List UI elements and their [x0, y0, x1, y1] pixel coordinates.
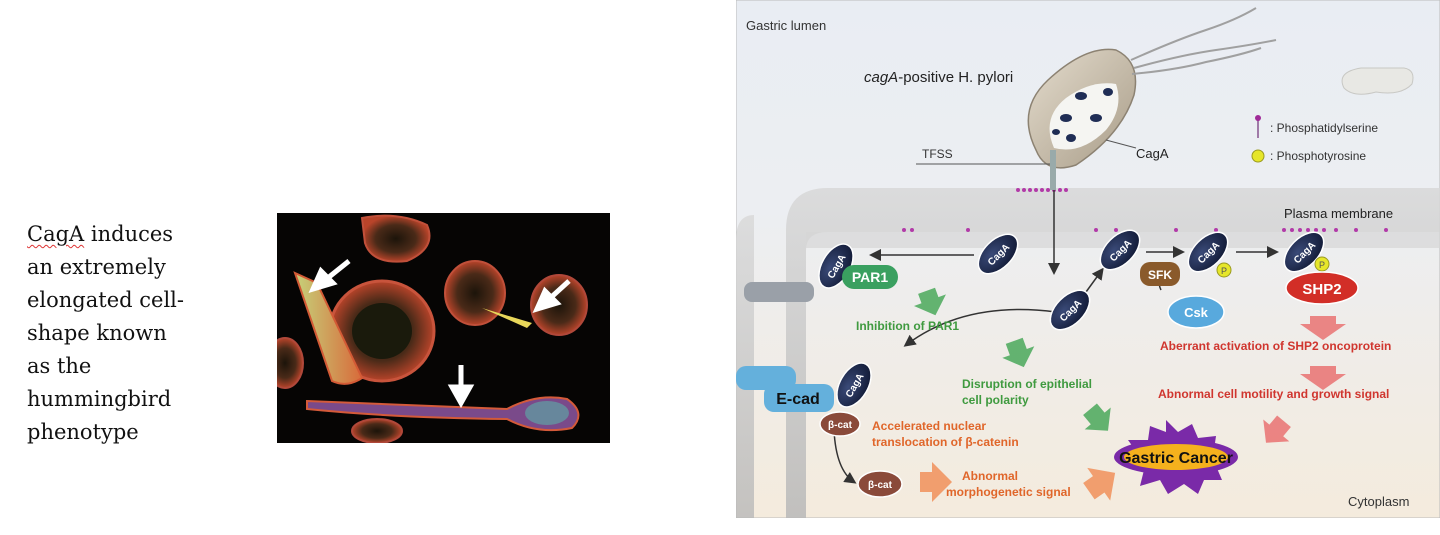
gastric-cancer-burst: Gastric Cancer	[1114, 420, 1238, 494]
tfss-label: TFSS	[922, 147, 953, 161]
shp2-label: SHP2	[1302, 281, 1341, 298]
phospho-sfk-label: P	[1221, 266, 1227, 276]
cell-left-edge	[277, 337, 304, 389]
bacterium-label-prefix: cagA	[864, 69, 898, 86]
csk-shape	[1167, 295, 1225, 329]
csk-label: Csk	[1184, 305, 1209, 320]
flagella	[1130, 7, 1277, 75]
arrows	[308, 259, 571, 409]
cancer-center	[1124, 444, 1228, 470]
block-arrow-morpho	[920, 462, 952, 502]
par1-label: PAR1	[852, 269, 889, 285]
cagA-node-center: CagA	[1049, 289, 1091, 331]
cagA-node-shp2: CagA	[1283, 231, 1325, 273]
caption-cagA-word: CagA	[27, 222, 85, 246]
cell-bottom-left	[351, 418, 403, 443]
block-arrow-par1	[913, 287, 946, 316]
cagA-node-ecad: CagA	[836, 362, 872, 408]
sfk-label: SFK	[1148, 268, 1172, 282]
abnormal-motility-label: Abnormal cell motility and growth signal	[1158, 387, 1389, 401]
block-arrow-cancer-red	[1263, 415, 1291, 443]
phospho-shp2	[1314, 256, 1330, 272]
legend-py-symbol	[1251, 149, 1265, 163]
sfk-box	[1140, 262, 1180, 286]
bacterium-label: cagA-positive H. pylori	[864, 69, 1013, 86]
caption-line-6: hummingbird	[27, 387, 172, 411]
bcat-membrane	[819, 411, 861, 437]
cagA-callout-label: CagA	[1136, 146, 1169, 161]
plasma-membrane-label: Plasma membrane	[1284, 206, 1393, 221]
morpho-label-2: morphogenetic signal	[946, 485, 1071, 499]
phospho-shp2-label: P	[1319, 260, 1325, 270]
block-arrows	[913, 287, 1346, 502]
cagA-node-top-left: CagA	[977, 233, 1019, 275]
caption-line-2: an extremely	[27, 255, 166, 279]
arrow-to-cagA-upper	[1085, 267, 1104, 293]
gastric-cancer-label: Gastric Cancer	[1119, 450, 1233, 467]
ecad-box	[764, 384, 834, 412]
arrow-left-head	[308, 266, 338, 293]
block-arrow-cancer-orange	[1083, 467, 1116, 501]
cagA-callout-leader	[1105, 139, 1137, 149]
caption-line-4: shape known	[27, 321, 167, 345]
caption-line-5: as the	[27, 354, 92, 378]
caption-induces: induces	[84, 222, 174, 246]
block-arrow-shp2	[1300, 316, 1346, 340]
cell-protrusion	[482, 308, 532, 328]
cell-bottom-stain	[525, 401, 569, 425]
block-arrow-polarity	[1002, 337, 1035, 368]
cell-top	[360, 214, 431, 263]
caption-line-1: CagA induces	[27, 218, 227, 251]
small-bacterium	[1341, 67, 1414, 95]
cell-center-nucleus	[352, 303, 412, 359]
tfss-channel	[1050, 150, 1056, 190]
accelerated-label-1: Accelerated nuclear	[872, 419, 986, 433]
junction-upper	[744, 282, 814, 302]
arrow-right-head	[532, 286, 562, 313]
aberrant-shp2-label: Aberrant activation of SHP2 oncoprotein	[1160, 339, 1391, 353]
cytoplasm-label: Cytoplasm	[1348, 494, 1409, 509]
cagA-node-top-mid: CagA	[1099, 229, 1141, 271]
caption-line-3: elongated cell-	[27, 288, 184, 312]
cagA-node-sfk: CagA	[1187, 231, 1229, 273]
cagA-nodes: CagA CagA CagA CagA CagA CagA	[818, 229, 1325, 408]
morpho-label-1: Abnormal	[962, 469, 1018, 483]
inhibition-par1-label: Inhibition of PAR1	[856, 319, 959, 333]
bcat-nucleus	[857, 470, 903, 498]
hummingbird-micrograph	[277, 213, 610, 443]
phospho-sfk	[1216, 262, 1232, 278]
caption: CagA induces an extremely elongated cell…	[27, 218, 227, 449]
bacterium-label-suffix: -positive H. pylori	[898, 69, 1013, 86]
shp2-shape	[1285, 271, 1359, 305]
arrow-bottom-head	[447, 384, 475, 409]
arrow-to-ecad	[903, 308, 1057, 347]
cell-elongated-left	[293, 271, 364, 385]
gastric-lumen-label: Gastric lumen	[746, 18, 826, 33]
bcat-membrane-label: β-cat	[828, 420, 853, 431]
legend-py-label: : Phosphotyrosine	[1270, 149, 1366, 163]
arrow-bcat-nucleus	[833, 429, 857, 484]
bcat-nucleus-label: β-cat	[868, 480, 893, 491]
block-arrow-motility	[1300, 366, 1346, 390]
cell-elongated-bottom	[306, 396, 580, 432]
caption-line-7: phenotype	[27, 420, 139, 444]
ecad-label: E-cad	[776, 391, 820, 408]
legend-ps-label: : Phosphatidylserine	[1270, 121, 1378, 135]
block-arrow-cancer-green	[1083, 403, 1111, 431]
par1-box	[842, 265, 898, 289]
accelerated-label-2: translocation of β-catenin	[872, 435, 1019, 449]
disruption-label-1: Disruption of epithelial	[962, 377, 1092, 391]
cell-right-1	[444, 260, 506, 326]
plasma-membrane-band	[786, 188, 1440, 518]
disruption-label-2: cell polarity	[962, 393, 1029, 407]
h-pylori-bacterium	[1027, 48, 1137, 169]
cagA-pathway-diagram: CagA CagA CagA CagA CagA CagA	[736, 0, 1440, 518]
